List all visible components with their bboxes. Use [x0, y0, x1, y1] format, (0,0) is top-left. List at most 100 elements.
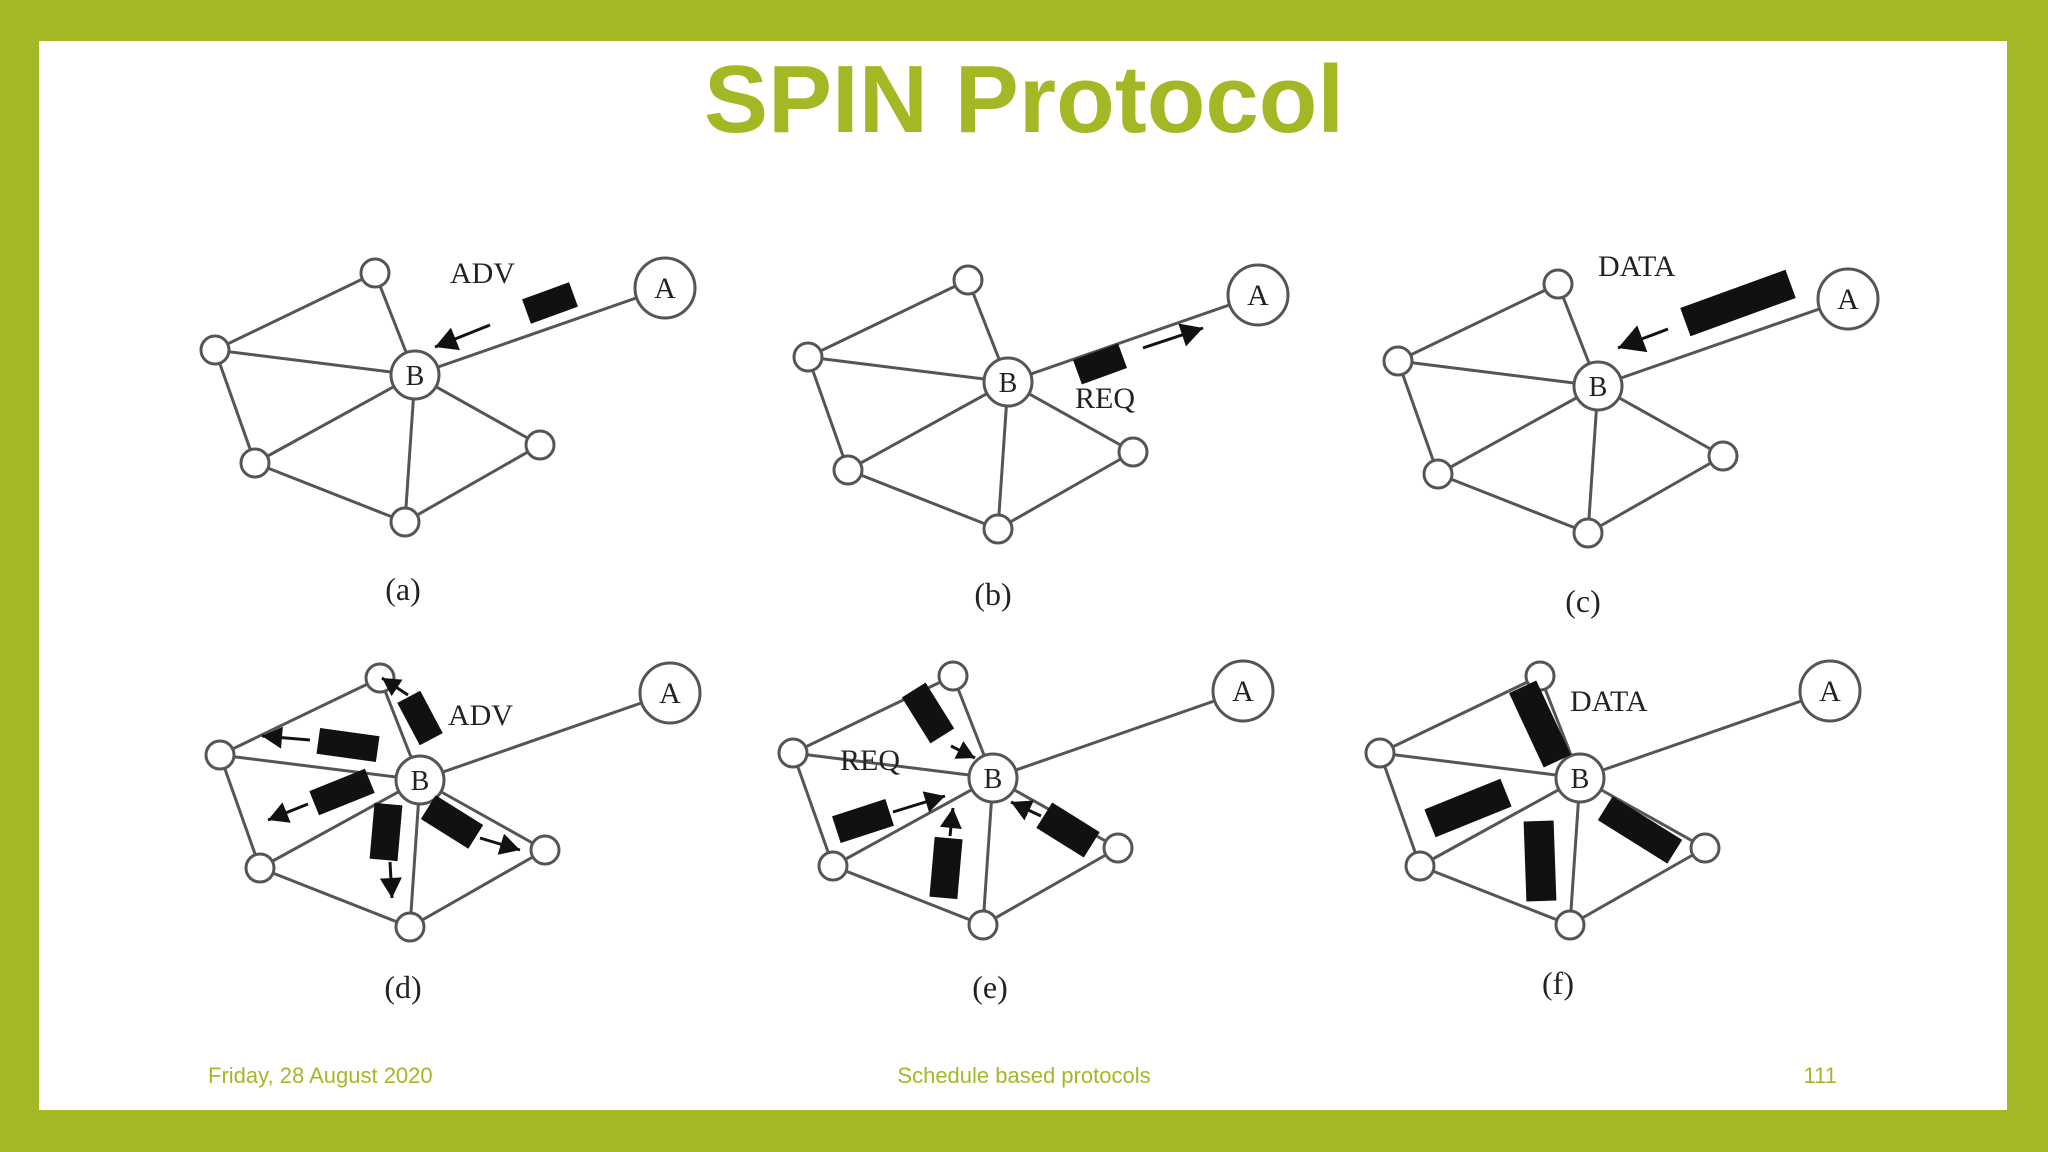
node-a: [638, 661, 702, 725]
network-link: [847, 380, 1009, 472]
network-link: [1378, 752, 1422, 867]
network-link: [997, 450, 1134, 531]
adv-arrow-head: [379, 877, 402, 898]
sensor-node: [952, 264, 984, 296]
sensor-node: [1364, 737, 1396, 769]
sensor-node: [1117, 436, 1149, 468]
node-b: [982, 356, 1034, 408]
adv-arrow-head: [435, 327, 460, 351]
node-a-label: A: [659, 677, 681, 710]
footer-title: Schedule based protocols: [897, 1063, 1151, 1088]
page-number: 111: [1803, 1063, 1837, 1088]
network-link: [791, 752, 835, 867]
node-b: [967, 752, 1019, 804]
sensor-node: [204, 739, 236, 771]
req-arrow-head: [922, 791, 945, 813]
sensor-node: [244, 852, 276, 884]
panel-caption: (d): [384, 969, 421, 1005]
req-packet: [1073, 343, 1127, 385]
adv-packet: [369, 802, 403, 862]
req-arrow-head: [1178, 323, 1203, 347]
sensor-node: [1422, 458, 1454, 490]
network-link: [1397, 359, 1599, 388]
adv-arrow-head: [382, 678, 403, 697]
footer-date: Friday, 28 August 2020: [208, 1063, 433, 1088]
network-link: [213, 349, 257, 464]
network-link: [832, 776, 994, 868]
network-link: [847, 468, 999, 531]
network-link: [832, 864, 984, 927]
sensor-node: [199, 334, 231, 366]
sensor-node: [239, 447, 271, 479]
panel-caption: (b): [974, 576, 1011, 612]
panel-caption: (e): [972, 969, 1008, 1005]
slide-title: SPIN Protocol: [703, 46, 1345, 153]
sensor-node: [1572, 517, 1604, 549]
message-label: ADV: [450, 257, 515, 290]
network-link: [414, 286, 666, 377]
node-a: [1226, 263, 1290, 327]
data-arrow-head: [1618, 325, 1648, 353]
sensor-node: [792, 341, 824, 373]
data-packet: [1597, 796, 1683, 864]
network-link: [792, 751, 994, 780]
adv-arrow-head: [268, 802, 291, 823]
panel-caption: (f): [1542, 965, 1574, 1001]
message-label: DATA: [1598, 250, 1676, 283]
adv-packet: [522, 282, 578, 324]
sensor-node: [529, 834, 561, 866]
sensor-node: [359, 257, 391, 289]
sensor-node: [1554, 909, 1586, 941]
sensor-node: [389, 506, 421, 538]
req-packet: [901, 682, 955, 744]
network-link: [404, 443, 541, 524]
network-link: [419, 691, 671, 782]
req-packet: [1036, 802, 1100, 858]
sensor-node: [777, 737, 809, 769]
panel-caption: (a): [385, 571, 421, 607]
sensor-node: [1382, 345, 1414, 377]
node-b: [389, 349, 441, 401]
network-link: [409, 848, 546, 929]
network-link: [1396, 360, 1440, 475]
node-b-label: B: [999, 368, 1018, 399]
adv-packet: [397, 690, 443, 746]
network-link: [1397, 282, 1559, 363]
network-link: [214, 348, 416, 377]
node-a-label: A: [654, 272, 676, 305]
req-packet: [832, 799, 894, 843]
message-label: REQ: [840, 744, 900, 777]
network-link: [1587, 454, 1724, 535]
node-a: [1798, 659, 1862, 723]
node-b-label: B: [984, 764, 1003, 795]
network-link: [1379, 751, 1581, 780]
sensor-node: [1102, 832, 1134, 864]
network-link: [218, 754, 262, 869]
sensor-node: [982, 513, 1014, 545]
network-link: [1419, 776, 1581, 868]
network-link: [807, 278, 969, 359]
req-arrow-head: [939, 808, 962, 830]
network-link: [254, 461, 406, 524]
data-packet: [1680, 269, 1796, 337]
adv-packet: [420, 795, 484, 849]
node-a: [633, 256, 697, 320]
node-b-label: B: [411, 766, 430, 797]
node-a: [1211, 659, 1275, 723]
node-b-label: B: [1589, 372, 1608, 403]
network-link: [807, 355, 1009, 384]
req-packet: [929, 836, 963, 900]
sensor-node: [394, 911, 426, 943]
data-packet: [1509, 680, 1571, 768]
node-a-label: A: [1247, 279, 1269, 312]
panel-caption: (c): [1565, 583, 1601, 619]
message-label: REQ: [1075, 382, 1135, 415]
adv-packet: [316, 727, 380, 763]
network-link: [1379, 674, 1541, 755]
sensor-node: [817, 850, 849, 882]
network-link: [214, 271, 376, 352]
network-link: [219, 676, 381, 757]
data-packet: [1424, 778, 1512, 838]
node-b: [394, 754, 446, 806]
